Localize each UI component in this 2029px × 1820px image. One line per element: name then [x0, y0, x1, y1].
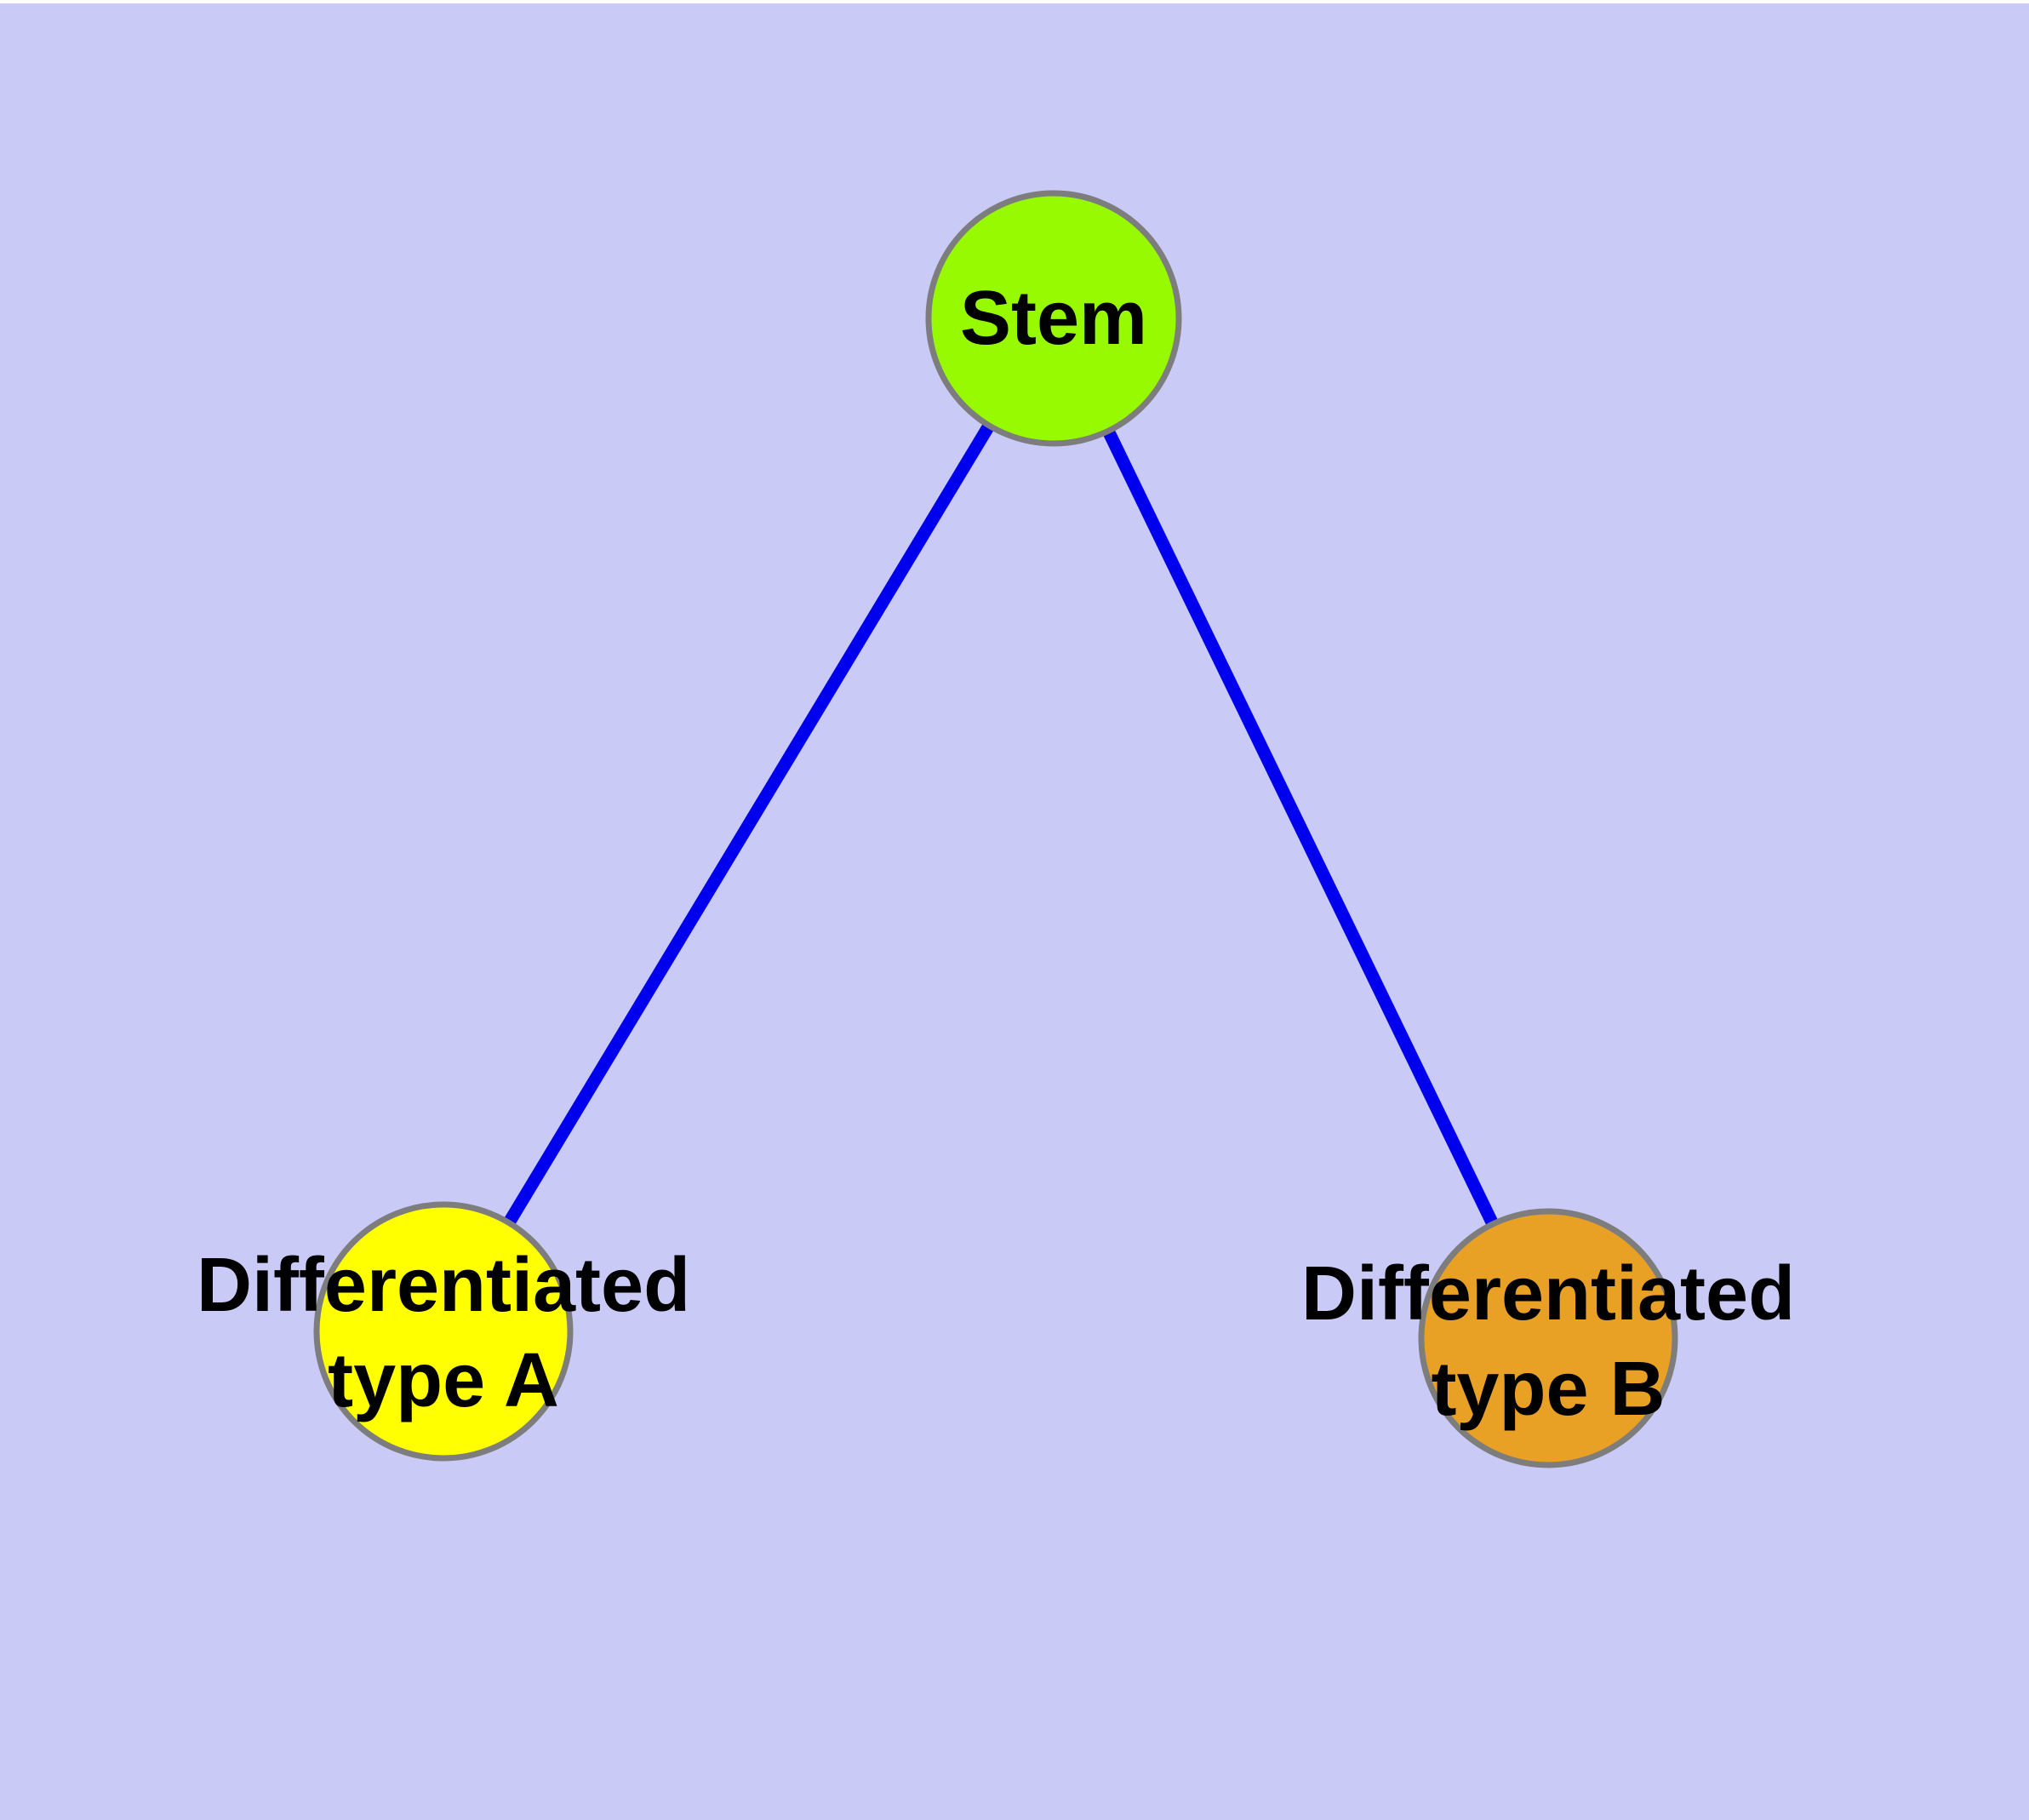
node-differentiated-type-b [1418, 1208, 1678, 1468]
edge-stem-typeB [1048, 315, 1554, 1342]
node-differentiated-type-a [313, 1201, 574, 1462]
node-stem [925, 190, 1182, 447]
edge-stem-typeA [437, 315, 1060, 1335]
